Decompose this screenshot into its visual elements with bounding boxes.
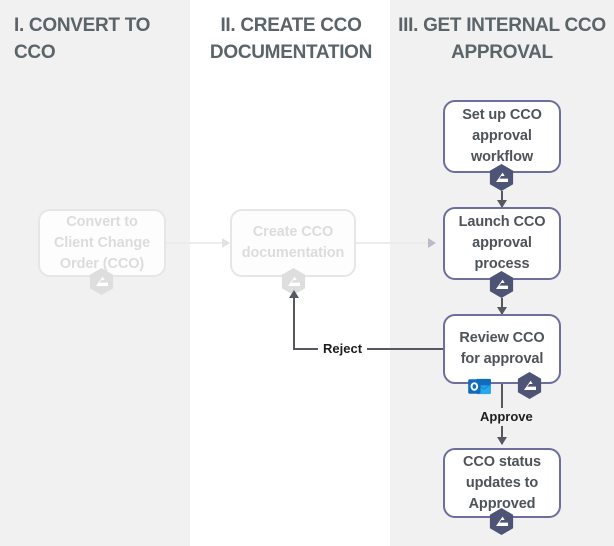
outlook-icon	[466, 373, 493, 400]
node-set-up-cco-approval-workflow-label: Set up CCO approval workflow	[462, 107, 542, 165]
procore-icon	[89, 268, 114, 295]
node-launch-cco-approval-process[interactable]: Launch CCO approval process	[443, 207, 561, 280]
node-convert-to-cco[interactable]: Convert to Client Change Order (CCO)	[38, 209, 166, 277]
lane-divider-1	[190, 0, 200, 546]
connector-convert-to-create	[166, 242, 227, 244]
arrowhead-setup-to-launch	[497, 200, 507, 208]
connector-setup-to-launch	[501, 191, 503, 208]
connector-reject-horizontal	[293, 348, 443, 350]
node-create-cco-documentation-label: Create CCO documentation	[241, 224, 345, 261]
node-set-up-cco-approval-workflow[interactable]: Set up CCO approval workflow	[443, 100, 561, 173]
connector-reject-vertical	[293, 296, 295, 349]
procore-icon	[517, 372, 542, 399]
arrowhead-launch-to-review	[497, 307, 507, 315]
node-create-cco-documentation[interactable]: Create CCO documentation	[230, 209, 356, 277]
procore-icon	[281, 268, 306, 295]
arrowhead-approve	[497, 437, 507, 445]
procore-icon	[489, 271, 514, 298]
procore-icon	[489, 508, 514, 535]
node-review-cco-for-approval[interactable]: Review CCO for approval	[443, 314, 561, 384]
lane-header-convert: I. CONVERT TO CCO	[14, 15, 151, 63]
node-cco-status-updates-to-approved-label: CCO status updates to Approved	[463, 453, 541, 512]
connector-launch-to-review	[501, 298, 503, 315]
lane-header-documentation: II. CREATE CCO DOCUMENTATION	[209, 15, 373, 63]
node-convert-to-cco-label: Convert to Client Change Order (CCO)	[53, 213, 151, 272]
procore-icon	[489, 164, 514, 191]
lane-divider-2	[382, 0, 390, 546]
connector-create-to-launch	[356, 242, 433, 244]
edge-label-reject: Reject	[318, 340, 368, 358]
arrowhead-reject	[289, 290, 299, 298]
arrowhead-convert-to-create	[222, 238, 230, 248]
edge-label-approve: Approve	[475, 408, 538, 426]
node-launch-cco-approval-process-label: Launch CCO approval process	[458, 214, 546, 272]
node-cco-status-updates-to-approved[interactable]: CCO status updates to Approved	[443, 448, 561, 518]
arrowhead-create-to-launch	[428, 238, 436, 248]
lane-header-approval: III. GET INTERNAL CCO APPROVAL	[398, 15, 606, 63]
node-review-cco-for-approval-label: Review CCO for approval	[459, 330, 545, 367]
